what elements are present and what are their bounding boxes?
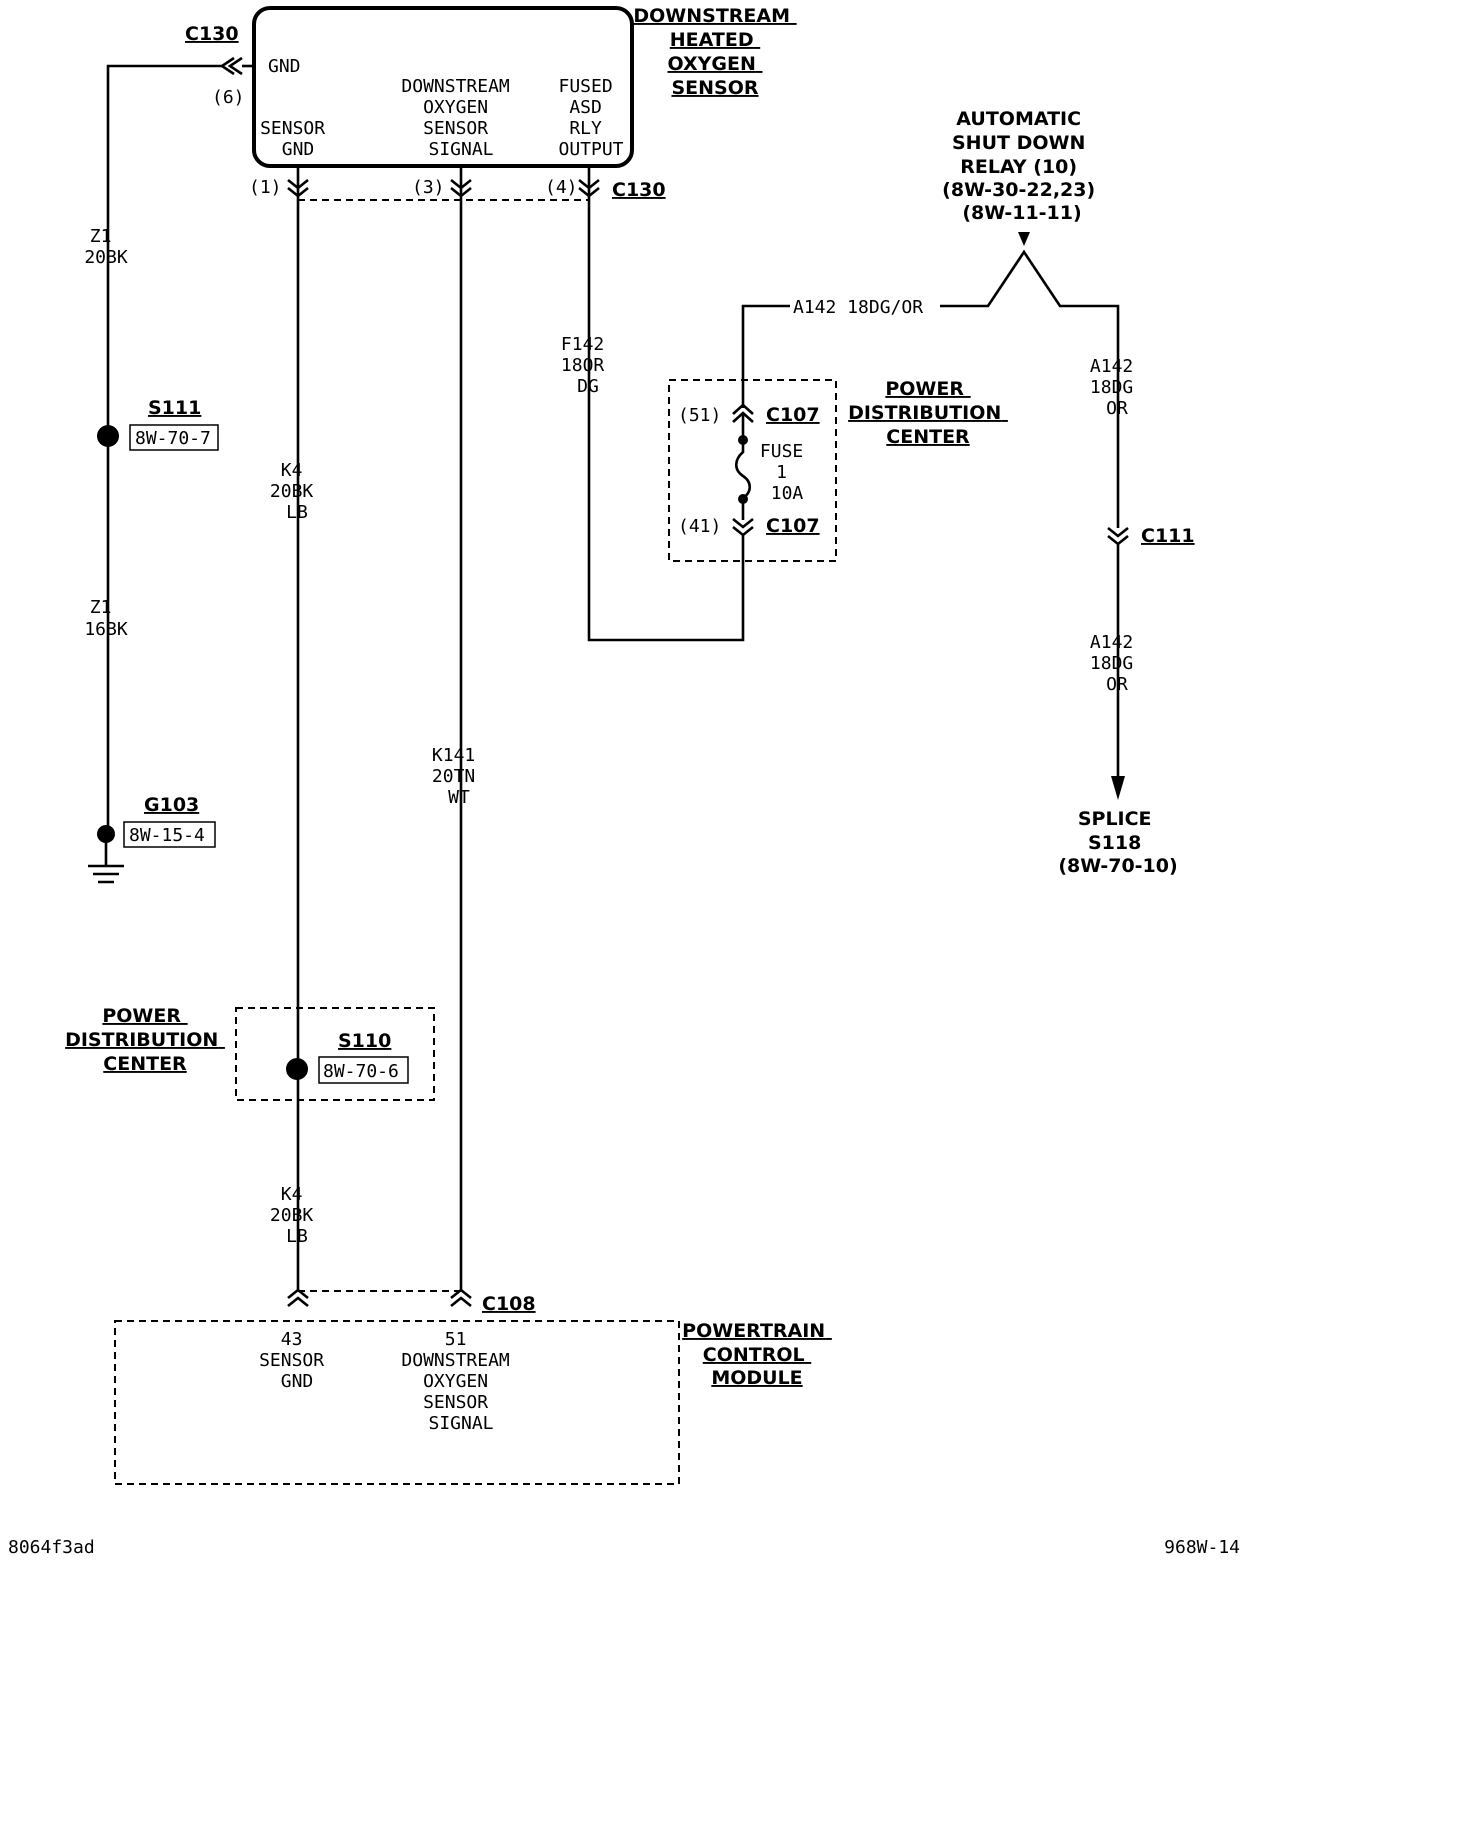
pin51-label: (51) (678, 405, 721, 426)
sensor-pin-fused-label: FUSED ASD RLY OUTPUT (558, 76, 623, 160)
downstream-heated-oxygen-sensor-box (252, 6, 634, 168)
g103-ref-box (123, 821, 216, 848)
s111-splice-dot (97, 425, 119, 447)
pin3-label: (3) (412, 177, 445, 198)
footer-left-code: 8064f3ad (8, 1537, 95, 1558)
wiring-diagram: DOWNSTREAM HEATED OXYGEN SENSOR GND SENS… (8, 5, 1240, 1558)
s110-ref: 8W-70-6 (323, 1061, 399, 1082)
a142-fuse-feed-wire (741, 304, 790, 408)
c107-b-label: C107 (766, 515, 820, 537)
pcm-title: POWERTRAIN CONTROL MODULE (682, 1320, 832, 1389)
wire-a142-top-label: A142 18DG/OR (793, 297, 923, 318)
wire-a142-right-upper-label: A142 18DG OR (1090, 356, 1144, 419)
asd-relay-label: AUTOMATIC SHUT DOWN RELAY (10) (8W-30-22… (942, 108, 1102, 224)
pdc-s110-dashed-box (235, 1007, 435, 1101)
s111-ref: 8W-70-7 (135, 428, 211, 449)
wire-k141-label: K141 20TN WT (432, 745, 486, 808)
pdc-left-title: POWER DISTRIBUTION CENTER (65, 1005, 225, 1075)
pin6-label: (6) (212, 87, 245, 108)
sensor-title: DOWNSTREAM HEATED OXYGEN SENSOR (633, 5, 796, 99)
footer-right-code: 968W-14 (1164, 1537, 1240, 1558)
sensor-pin-signal-label: DOWNSTREAM OXYGEN SENSOR SIGNAL (401, 76, 520, 160)
c130-gnd-connector-icon (219, 56, 243, 76)
g103-ref: 8W-15-4 (129, 825, 205, 846)
splice-s118-arrow-icon (1111, 776, 1125, 800)
wire-z1-20bk-label: Z1 20BK (84, 226, 128, 268)
ground-symbol-icon (88, 843, 124, 884)
pdc-fuse-dashed-box (668, 379, 837, 562)
sensor-pin-sensor-gnd-label: SENSOR GND (260, 118, 336, 160)
s110-splice-dot (286, 1058, 308, 1080)
pdc-top-title: POWER DISTRIBUTION CENTER (848, 378, 1008, 448)
g103-ground-dot (97, 825, 115, 843)
wire-z1-16bk-label: Z1 16BK (84, 597, 128, 640)
c130-right-label: C130 (612, 179, 666, 201)
splice-s118-label: SPLICE S118 (8W-70-10) (1058, 808, 1177, 877)
pcm-pin51-label: 51 DOWNSTREAM OXYGEN SENSOR SIGNAL (401, 1329, 520, 1434)
pin1-label: (1) (249, 177, 282, 198)
fuse-icon (734, 440, 752, 500)
pcm-pin43-label: 43 SENSOR GND (259, 1329, 335, 1392)
z1-ground-wire (106, 64, 222, 835)
s111-ref-box (129, 424, 219, 451)
wire-k4-upper-label: K4 20BK LB (270, 460, 324, 523)
c111-label: C111 (1141, 525, 1195, 547)
c111-connector-icon (1107, 526, 1129, 546)
s111-label: S111 (148, 397, 201, 419)
pin4-label: (4) (545, 177, 578, 198)
wire-a142-right-lower-label: A142 18DG OR (1090, 632, 1144, 695)
c130-top-label: C130 (185, 23, 239, 45)
c107-pin51-connector-icon (732, 403, 754, 423)
wire-k4-lower-label: K4 20BK LB (270, 1184, 324, 1247)
wiring-diagram-page: DOWNSTREAM HEATED OXYGEN SENSOR GND SENS… (8, 5, 1240, 1558)
c108-pin43-connector-icon (287, 1288, 309, 1308)
s110-ref-box (318, 1056, 409, 1084)
f142-fused-output-wire (587, 166, 745, 642)
wire-f142-label: F142 18OR DG (561, 334, 615, 397)
c108-label: C108 (482, 1293, 536, 1315)
fuse-label: FUSE 1 10A (760, 441, 814, 504)
s110-label: S110 (338, 1030, 391, 1052)
c107-a-label: C107 (766, 404, 820, 426)
c107-pin41-connector-icon (732, 517, 754, 537)
pin41-label: (41) (678, 516, 721, 537)
sensor-pin-gnd-label: GND (268, 56, 301, 77)
g103-label: G103 (144, 794, 199, 816)
pcm-dashed-box (114, 1320, 680, 1485)
asd-relay-arrow-icon (1018, 232, 1030, 246)
c108-pin51-connector-icon (450, 1288, 472, 1308)
a142-relay-wire (940, 249, 1120, 528)
